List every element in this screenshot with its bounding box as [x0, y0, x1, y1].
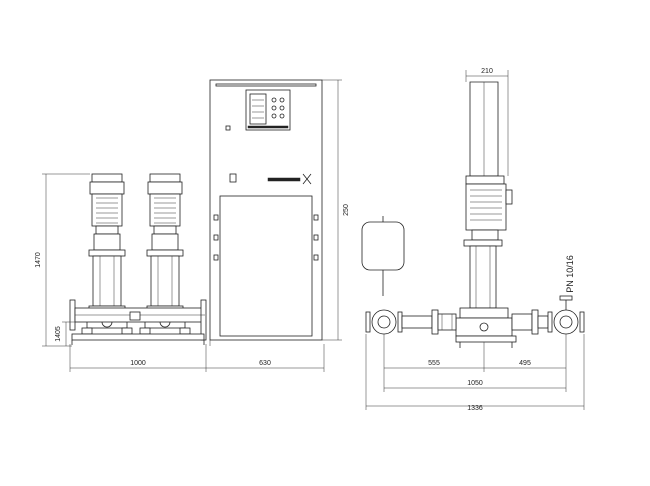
dim-front-height-total: 1470 — [35, 252, 42, 268]
dim-side-inlet: 555 — [428, 360, 440, 367]
control-cabinet — [209, 79, 323, 341]
dimension-lines — [42, 70, 585, 410]
pump-1 — [86, 173, 128, 329]
side-pump-column — [455, 239, 517, 348]
inlet-valve — [365, 309, 457, 335]
side-motor — [465, 81, 513, 241]
pressure-rating-label: PN 10/16 — [565, 255, 575, 293]
outlet-valve — [511, 295, 585, 335]
dim-front-height-inlet: 1405 — [55, 326, 62, 342]
dim-front-width-cabinet: 630 — [259, 360, 271, 367]
dim-side-total: 1336 — [467, 405, 483, 412]
dim-front-width-pumps: 1000 — [130, 360, 146, 367]
pump-2 — [144, 173, 186, 329]
grundfos-logo — [267, 173, 312, 185]
pressure-tank — [361, 216, 405, 296]
front-base-frame — [71, 333, 205, 345]
dim-cabinet-height: 250 — [343, 204, 350, 216]
front-manifold — [69, 299, 207, 341]
dim-side-top-width: 210 — [481, 68, 493, 75]
dim-side-span: 1050 — [467, 380, 483, 387]
dim-side-outlet: 495 — [519, 360, 531, 367]
